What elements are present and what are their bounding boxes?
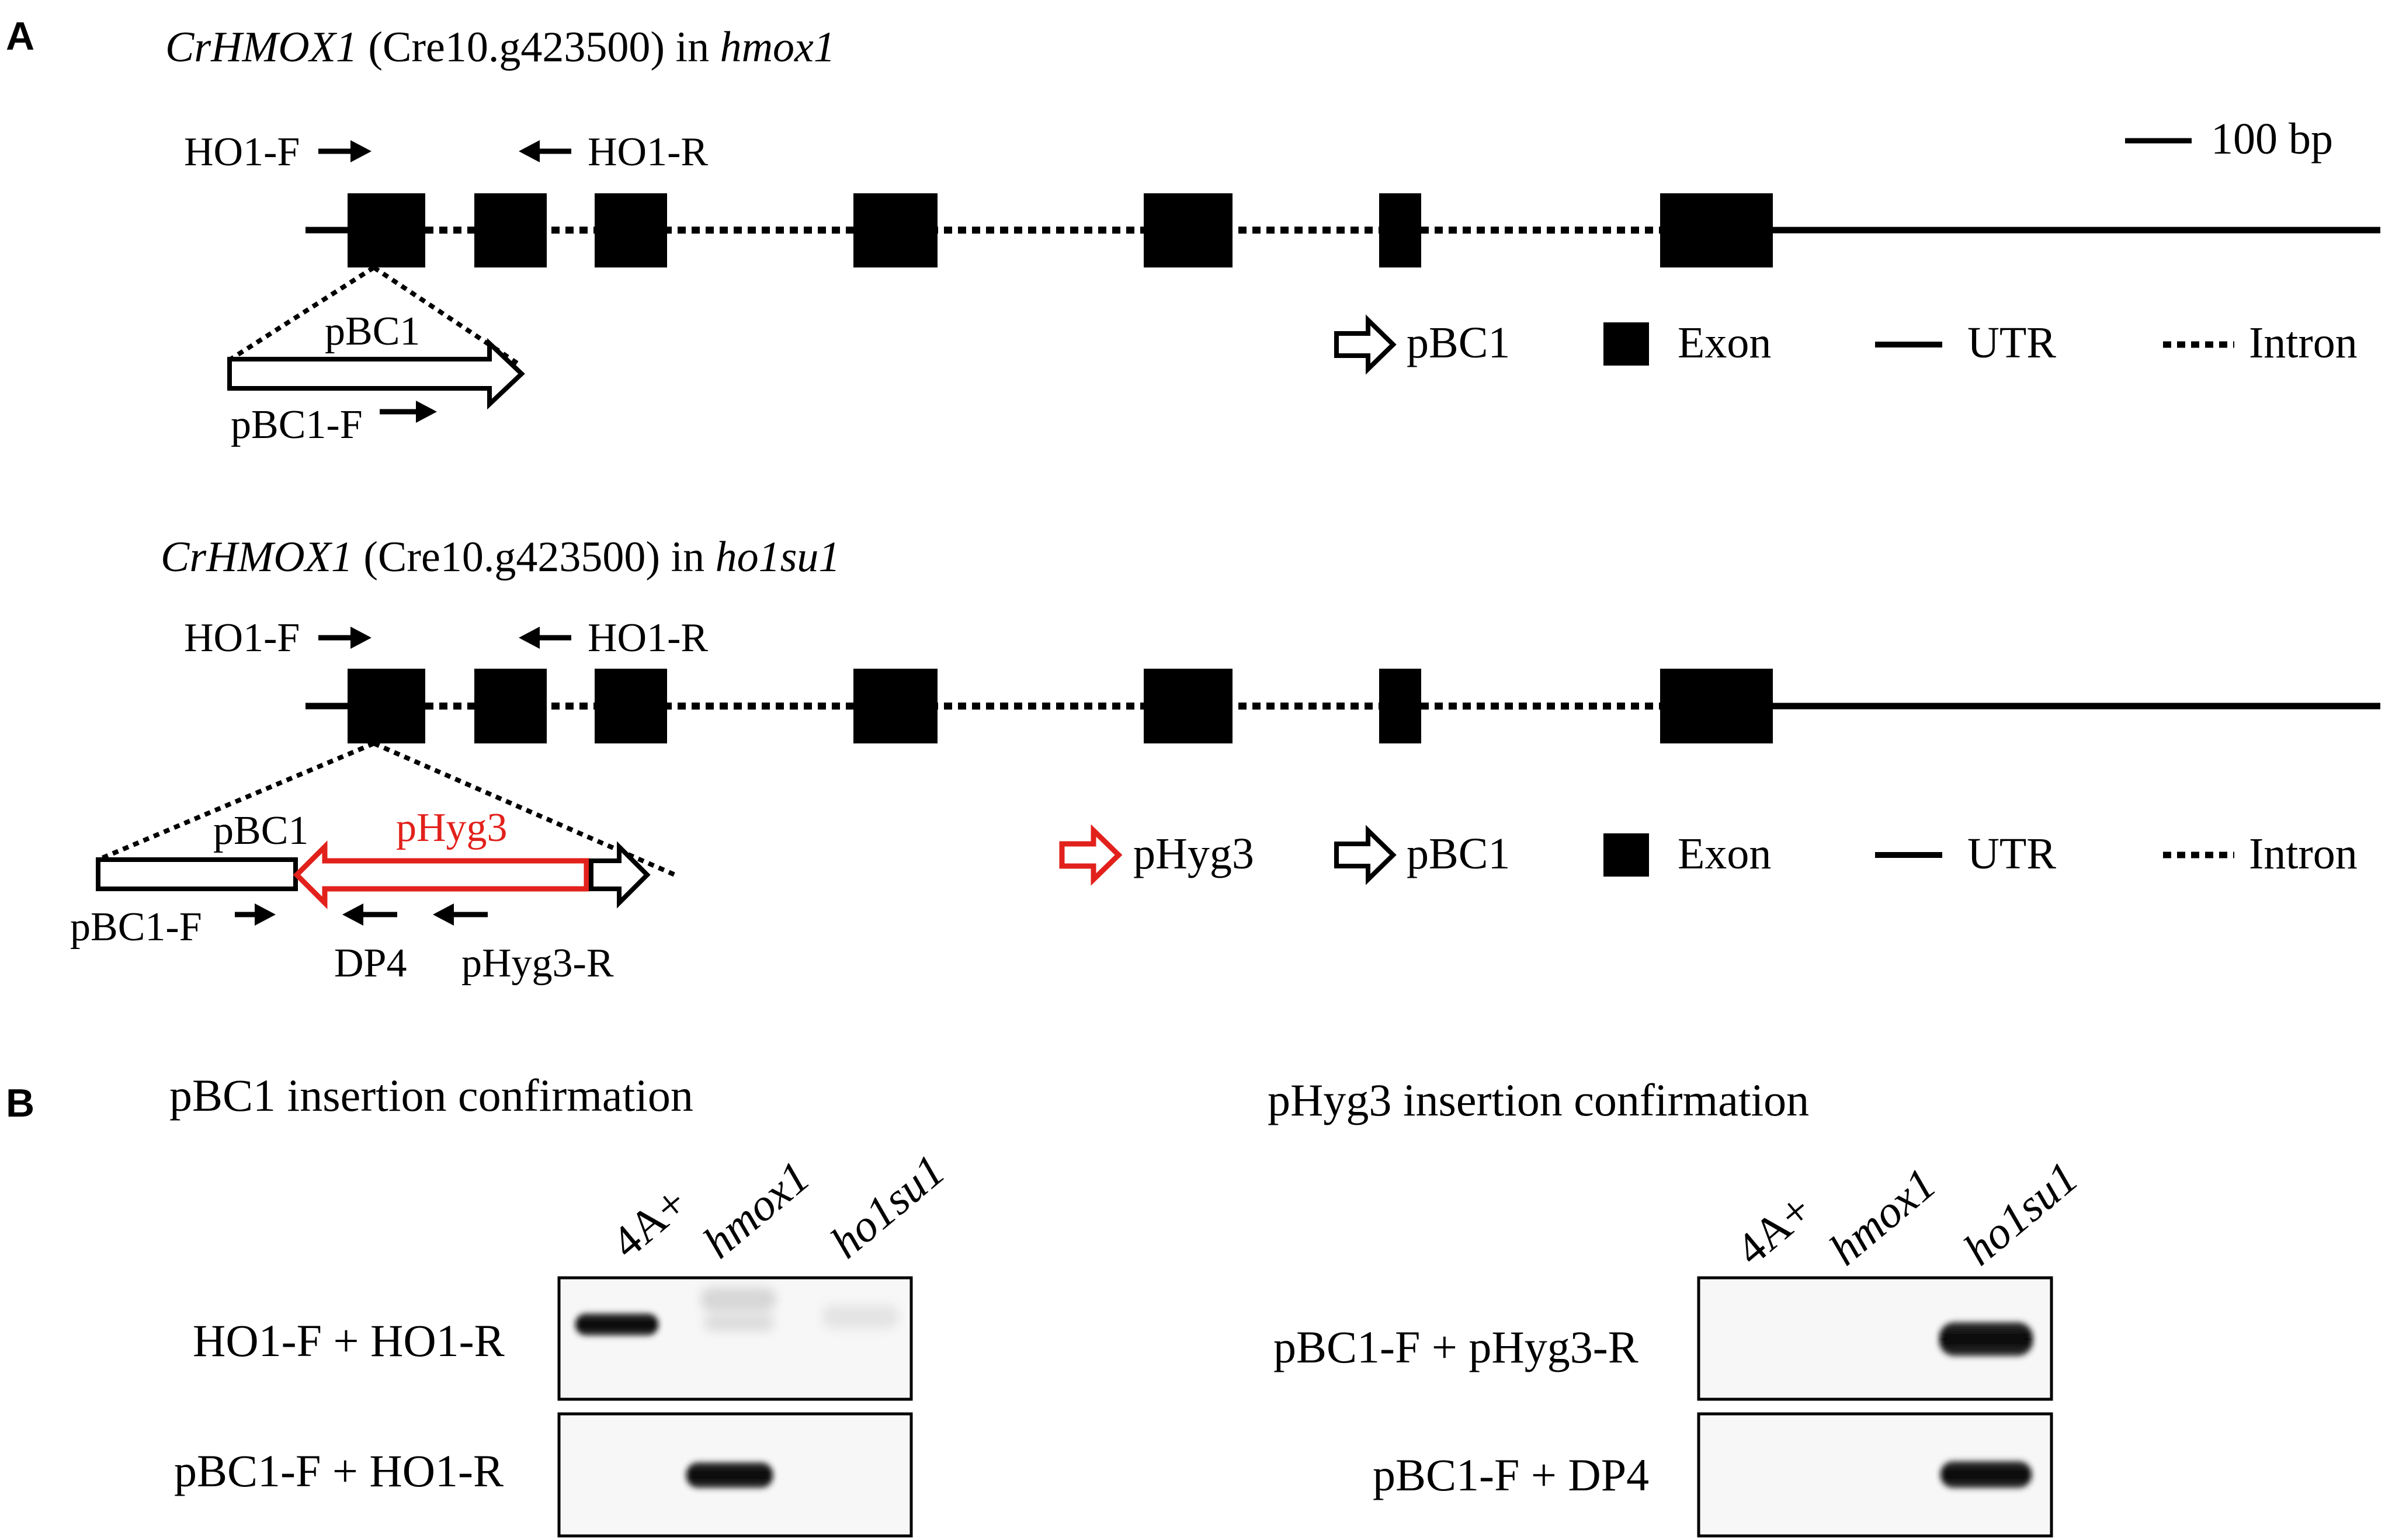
- lane-label-hmox1: hmox1: [1820, 1158, 1945, 1275]
- primer-arrow-pbc1-f: [235, 903, 276, 926]
- legend-intron-label: Intron: [2249, 829, 2358, 878]
- primer-arrow-ho1-f: [318, 140, 372, 162]
- insert-label-pbc1: pBC1: [213, 808, 308, 853]
- gel-title-phyg3: pHyg3 insertion confirmation: [1268, 1075, 1809, 1125]
- legend-intron-label: Intron: [2249, 318, 2358, 367]
- exon-5: [1144, 193, 1233, 267]
- panel-letter-a: A: [6, 14, 34, 58]
- legend-utr-label: UTR: [1967, 318, 2056, 367]
- exon-3: [595, 669, 667, 743]
- primer-label-phyg3-r: pHyg3-R: [461, 941, 614, 986]
- primer-label-dp4: DP4: [334, 941, 407, 986]
- legend-ho1su1: pHyg3 pBC1 Exon UTR Intron: [1059, 824, 2358, 886]
- gel-band: [1939, 1322, 2033, 1356]
- insert-pbc1-arrow: [227, 338, 525, 410]
- gel-band-faint: [822, 1305, 898, 1329]
- gene-name: CrHMOX1: [165, 23, 357, 71]
- exon-7: [1660, 669, 1773, 743]
- exon-1: [348, 669, 425, 743]
- gel-row-label: HO1-F + HO1-R: [193, 1315, 505, 1366]
- gel-title-pbc1: pBC1 insertion confirmation: [169, 1070, 693, 1121]
- lane-label-ho1su1: ho1su1: [1954, 1152, 2088, 1275]
- lane-label-ho1su1: ho1su1: [821, 1145, 954, 1268]
- gene-model-hmox1: CrHMOX1 (Cre10.g423500) in hmox1 HO1-F H…: [165, 23, 2380, 447]
- primer-label-pbc1-f: pBC1-F: [231, 402, 363, 447]
- primer-label-ho1-f: HO1-F: [184, 130, 300, 175]
- legend-utr-label: UTR: [1967, 829, 2056, 878]
- legend-phyg3-label: pHyg3: [1133, 829, 1254, 878]
- gel-band-faint: [704, 1314, 774, 1332]
- gel-phyg3: pHyg3 insertion confirmation 4A+ hmox1 h…: [1268, 1075, 2088, 1538]
- legend-pbc1-arrow-icon: [1334, 825, 1397, 885]
- primer-arrow-dp4: [342, 903, 397, 926]
- exon-7: [1660, 193, 1773, 267]
- legend-pbc1-arrow-icon: [1334, 314, 1397, 375]
- legend-exon-icon: [1603, 833, 1649, 877]
- gel-row-label: pBC1-F + pHyg3-R: [1273, 1322, 1638, 1372]
- primer-label-ho1-f: HO1-F: [184, 616, 300, 661]
- legend-phyg3-arrow-icon: [1059, 824, 1123, 886]
- gel-pbc1: pBC1 insertion confirmation 4A+ hmox1 ho…: [169, 1070, 954, 1538]
- exon-5: [1144, 669, 1233, 743]
- exon-1: [348, 193, 425, 267]
- legend-exon-label: Exon: [1678, 318, 1771, 367]
- gene-name: CrHMOX1: [161, 533, 353, 581]
- gene-allele: ho1su1: [716, 533, 841, 581]
- primer-arrow-pbc1-f: [380, 401, 437, 423]
- legend-exon-label: Exon: [1678, 829, 1771, 878]
- legend-pbc1-label: pBC1: [1407, 829, 1510, 878]
- insertion-guide-left: [97, 741, 375, 862]
- insert-label-pbc1: pBC1: [325, 309, 420, 354]
- exon-3: [595, 193, 667, 267]
- legend-exon-icon: [1603, 322, 1649, 366]
- gel-row-label: pBC1-F + DP4: [1373, 1449, 1649, 1500]
- exon-6: [1379, 669, 1421, 743]
- primer-arrow-ho1-f: [318, 627, 372, 649]
- gene-allele: hmox1: [720, 23, 835, 71]
- insert-phyg3-arrow: [293, 840, 589, 909]
- primer-label-pbc1-f: pBC1-F: [70, 905, 202, 950]
- gene-locus: (Cre10.g423500) in: [357, 23, 720, 71]
- primer-label-ho1-r: HO1-R: [588, 130, 708, 175]
- primer-arrow-ho1-r: [519, 140, 571, 162]
- exon-6: [1379, 193, 1421, 267]
- gene-locus: (Cre10.g423500) in: [353, 533, 716, 581]
- gel-band: [686, 1462, 773, 1488]
- gel-band: [575, 1313, 658, 1336]
- gel-row-label: pBC1-F + HO1-R: [174, 1445, 504, 1496]
- exon-4: [853, 669, 938, 743]
- primer-arrow-ho1-r: [519, 627, 571, 649]
- insert-pbc1-segment: [96, 857, 298, 891]
- panel-letter-b: B: [6, 1081, 34, 1125]
- primer-arrow-phyg3-r: [433, 903, 488, 926]
- lane-label-hmox1: hmox1: [693, 1151, 819, 1268]
- lane-label-4a: 4A+: [1726, 1184, 1821, 1275]
- primer-label-ho1-r: HO1-R: [588, 616, 708, 661]
- insert-pbc1-arrow-tail: [589, 841, 651, 909]
- exon-4: [853, 193, 938, 267]
- lane-label-4a: 4A+: [602, 1177, 697, 1268]
- scale-bar-label: 100 bp: [2211, 114, 2333, 164]
- exon-2: [474, 669, 547, 743]
- gel-band-faint: [701, 1288, 776, 1311]
- gene-model-ho1su1: CrHMOX1 (Cre10.g423500) in ho1su1 HO1-F …: [70, 533, 2380, 986]
- gene-title-hmox1: CrHMOX1 (Cre10.g423500) in hmox1: [165, 23, 835, 71]
- legend-hmox1: pBC1 Exon UTR Intron: [1334, 314, 2358, 375]
- insert-label-phyg3: pHyg3: [396, 805, 508, 850]
- gel-band: [1940, 1461, 2032, 1488]
- exon-2: [474, 193, 547, 267]
- legend-pbc1-label: pBC1: [1407, 318, 1510, 367]
- gene-title-ho1su1: CrHMOX1 (Cre10.g423500) in ho1su1: [161, 533, 840, 581]
